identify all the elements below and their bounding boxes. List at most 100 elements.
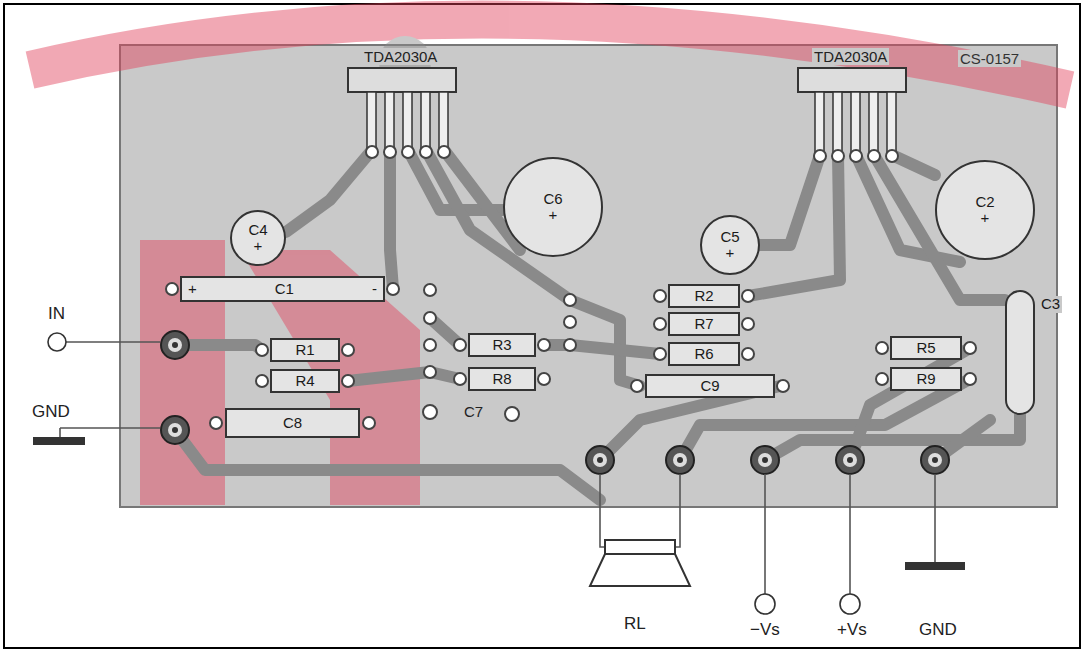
solder-pad [387,283,399,295]
terminal-pad [921,446,949,474]
solder-pad [654,290,666,302]
terminal-pad [597,457,603,463]
part-name: R7 [694,316,713,333]
external-wire [60,428,160,437]
signal-name: +Vs [835,620,869,640]
terminal-pad [161,331,189,359]
part-name: C9 [700,378,719,395]
solder-pad [420,146,432,158]
solder-pad [256,375,268,387]
solder-pad [868,150,880,162]
solder-pad [424,284,436,296]
ground-symbol [33,437,85,445]
input-terminal [48,333,66,351]
terminal-pad [172,427,178,433]
terminal-pad [161,331,189,359]
resistor-box: R2 [668,284,740,308]
solder-pad [814,150,826,162]
solder-pad [166,146,976,429]
ic-pin [385,92,394,148]
terminal-pad [921,446,949,474]
terminal-pad [161,416,189,444]
polarity-mark: + [254,238,263,255]
solder-pad [424,339,436,351]
capacitor-circle: C5+ [700,215,760,275]
terminal-pad [673,453,687,467]
circuit-board [120,45,1057,507]
signal-name: GND [30,402,72,422]
solder-pad [454,373,466,385]
solder-pad [166,283,178,295]
capacitor-box: C8 [225,408,360,438]
polarity-mark: + [549,207,558,224]
resistor-box: R1 [270,338,340,362]
solder-pad [850,150,862,162]
capacitor-box: +C1- [180,276,385,302]
supply-terminal [755,594,775,614]
polarity-mark: + [188,281,197,298]
solder-pad [342,344,354,356]
polarity-mark: + [726,245,735,262]
part-name: R9 [916,371,935,388]
speaker-symbol [590,554,690,586]
resistor-box: R7 [668,312,740,336]
terminal-pad [758,453,772,467]
solder-pad [832,150,844,162]
terminal-pad [168,338,182,352]
part-name: C1 [275,281,294,298]
watermark-shape [30,20,1070,90]
solder-pad [402,146,414,158]
part-name: TDA2030A [362,48,439,65]
speaker-symbol [605,540,675,554]
terminal-pad [586,446,614,474]
ic-pin [887,92,896,152]
frame [4,4,1080,648]
part-name: R6 [694,346,713,363]
resistor-box: R8 [468,367,536,391]
resistor-box: R9 [890,367,962,391]
solder-pad [564,339,576,351]
part-name: C5 [720,229,739,246]
capacitor-circle: C2+ [935,160,1035,260]
solder-pad [964,342,976,354]
solder-pad [505,407,519,421]
watermark-shape [30,20,1070,505]
copper-trace [348,372,430,381]
terminal-pad [666,446,694,474]
resistor-box: R3 [468,333,536,357]
solder-pad [742,290,754,302]
solder-pad [423,405,437,419]
terminal-pad [586,446,614,474]
ic-pin [869,92,878,152]
solder-pad [777,380,789,392]
part-name: C8 [283,415,302,432]
capacitor-oval: C3 [1005,290,1035,415]
solder-pad [654,318,666,330]
terminal-pad [836,446,864,474]
part-name: R3 [492,337,511,354]
part-name: RL [622,614,648,634]
terminal-pad [762,457,768,463]
resistor-box: R6 [668,342,740,366]
resistor-box: R4 [270,369,340,393]
external-wire [764,474,766,594]
capacitor-circle: C6+ [503,157,603,257]
speaker-symbol [590,540,690,586]
external-wire [600,474,680,547]
terminal-pad [843,453,857,467]
external-wire [849,474,851,594]
solder-pad [538,339,550,351]
external-wire [934,474,936,562]
capacitor-box: C9 [645,374,775,398]
ic-pin [833,92,842,152]
ic-pin [367,92,376,148]
terminal-pad [593,453,607,467]
terminal-pad [172,342,178,348]
terminal-pad [751,446,779,474]
part-name: R8 [492,371,511,388]
terminal-pad [161,416,189,444]
part-name: C2 [975,194,994,211]
solder-pad [742,348,754,360]
